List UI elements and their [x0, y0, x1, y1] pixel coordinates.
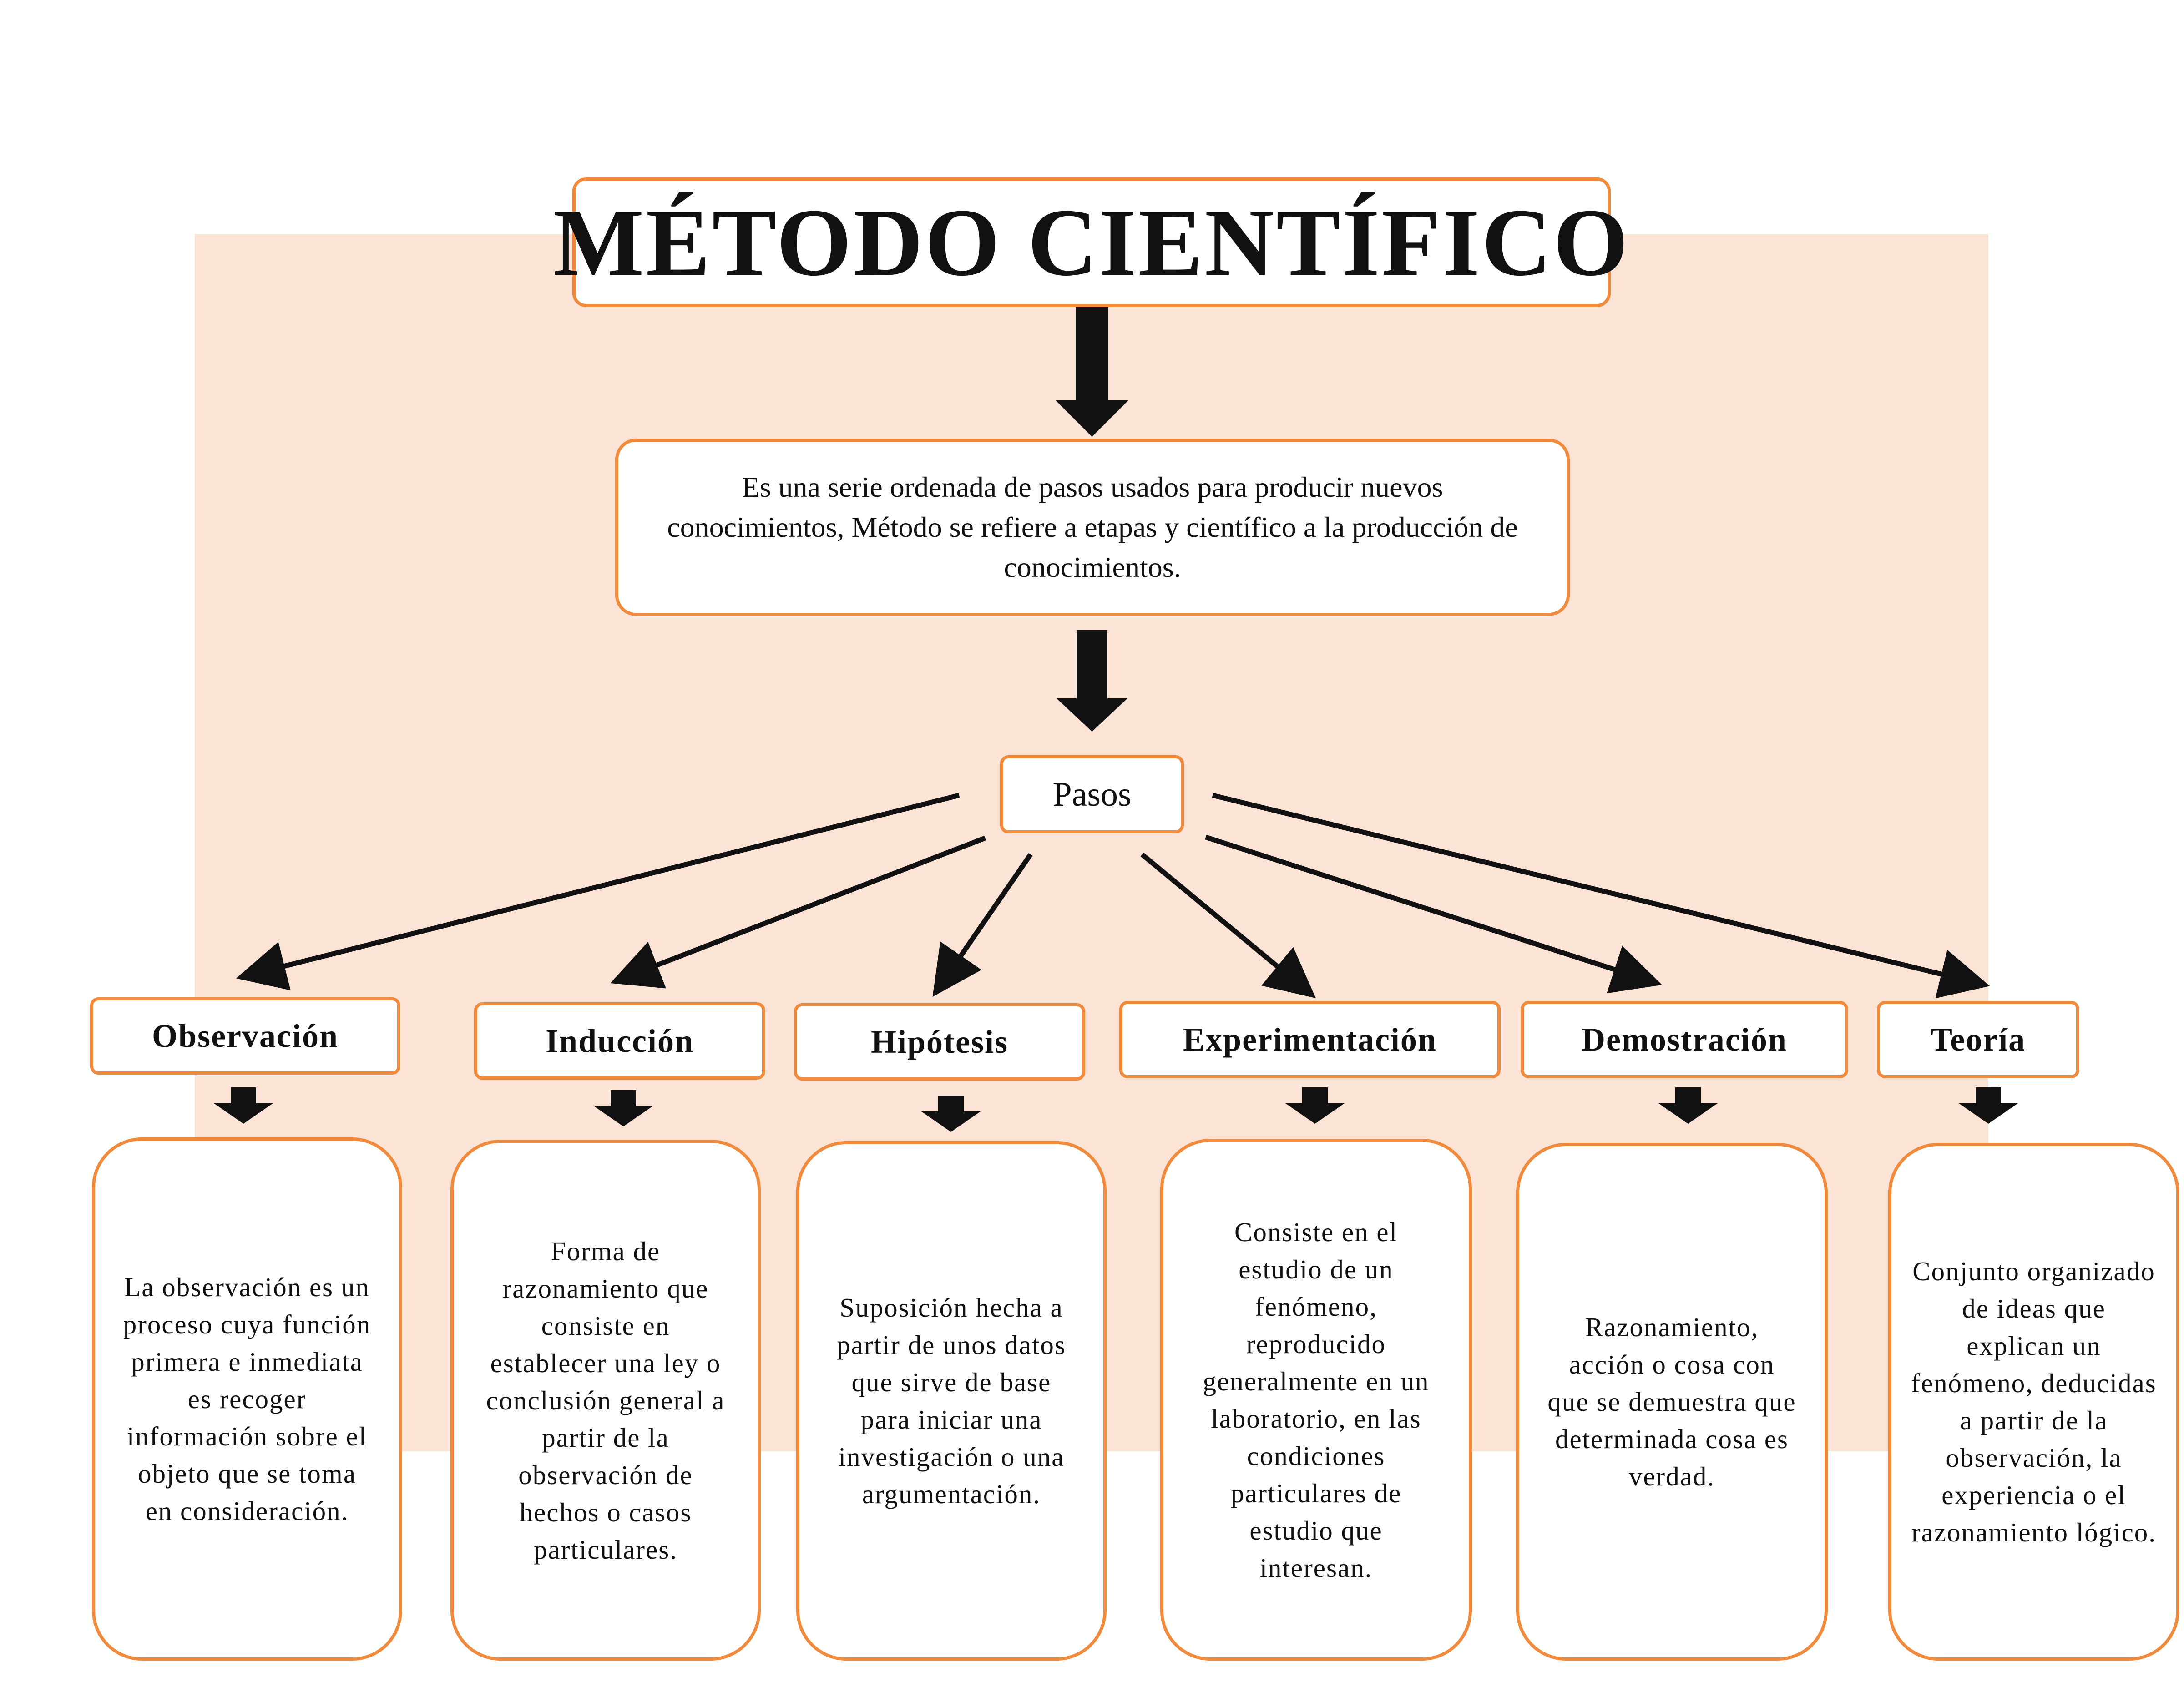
small-arrow-teoria	[1959, 1087, 2018, 1124]
step-box-hipotesis: Hipótesis	[794, 1003, 1085, 1081]
small-arrow-hipotesis	[921, 1096, 981, 1132]
page-title: MÉTODO CIENTÍFICO	[553, 188, 1630, 296]
desc-text-induccion: Forma de razonamiento que consiste en es…	[486, 1236, 725, 1565]
pasos-box: Pasos	[1000, 755, 1184, 833]
definition-text: Es una serie ordenada de pasos usados pa…	[667, 471, 1518, 583]
small-arrow-observacion	[214, 1087, 273, 1124]
step-box-induccion: Inducción	[474, 1002, 765, 1080]
arrow-pasos-to-experimentacion	[1140, 852, 1316, 999]
arrow-pasos-to-demostracion	[1205, 834, 1662, 994]
step-box-teoria: Teoría	[1877, 1001, 2079, 1078]
arrow-pasos-to-observacion	[236, 793, 960, 990]
desc-box-demostracion: Razonamiento, acción o cosa con que se d…	[1516, 1143, 1828, 1661]
definition-box: Es una serie ordenada de pasos usados pa…	[615, 439, 1570, 616]
step-label-experimentacion: Experimentación	[1183, 1021, 1437, 1058]
desc-text-observacion: La observación es un proceso cuya funció…	[123, 1272, 371, 1526]
step-label-teoria: Teoría	[1930, 1021, 2026, 1058]
block-arrow-definition-to-pasos	[1057, 630, 1127, 732]
desc-text-demostracion: Razonamiento, acción o cosa con que se d…	[1547, 1312, 1796, 1491]
desc-box-experimentacion: Consiste en el estudio de un fenómeno, r…	[1160, 1139, 1472, 1661]
step-box-observacion: Observación	[90, 997, 400, 1075]
small-arrow-experimentacion	[1285, 1087, 1345, 1124]
arrow-pasos-to-induccion	[610, 835, 986, 989]
desc-text-hipotesis: Suposición hecha a partir de unos datos …	[837, 1293, 1066, 1509]
desc-text-teoria: Conjunto organizado de ideas que explica…	[1911, 1256, 2157, 1547]
desc-box-hipotesis: Suposición hecha a partir de unos datos …	[796, 1141, 1107, 1661]
small-arrow-induccion	[594, 1090, 653, 1126]
title-box: MÉTODO CIENTÍFICO	[553, 177, 1628, 307]
desc-box-induccion: Forma de razonamiento que consiste en es…	[450, 1140, 761, 1661]
arrow-pasos-to-teoria	[1212, 793, 1990, 999]
small-arrow-demostracion	[1658, 1087, 1718, 1124]
step-box-demostracion: Demostración	[1521, 1001, 1848, 1078]
pasos-label: Pasos	[1052, 775, 1132, 813]
desc-box-teoria: Conjunto organizado de ideas que explica…	[1888, 1143, 2179, 1661]
desc-box-observacion: La observación es un proceso cuya funció…	[92, 1137, 402, 1661]
step-box-experimentacion: Experimentación	[1119, 1001, 1501, 1078]
step-label-observacion: Observación	[152, 1017, 339, 1054]
block-arrow-title-to-definition	[1056, 307, 1128, 437]
arrow-pasos-to-hipotesis	[932, 853, 1033, 997]
desc-text-experimentacion: Consiste en el estudio de un fenómeno, r…	[1203, 1217, 1430, 1583]
step-label-induccion: Inducción	[545, 1022, 694, 1059]
step-label-hipotesis: Hipótesis	[870, 1023, 1009, 1060]
step-label-demostracion: Demostración	[1582, 1021, 1787, 1058]
